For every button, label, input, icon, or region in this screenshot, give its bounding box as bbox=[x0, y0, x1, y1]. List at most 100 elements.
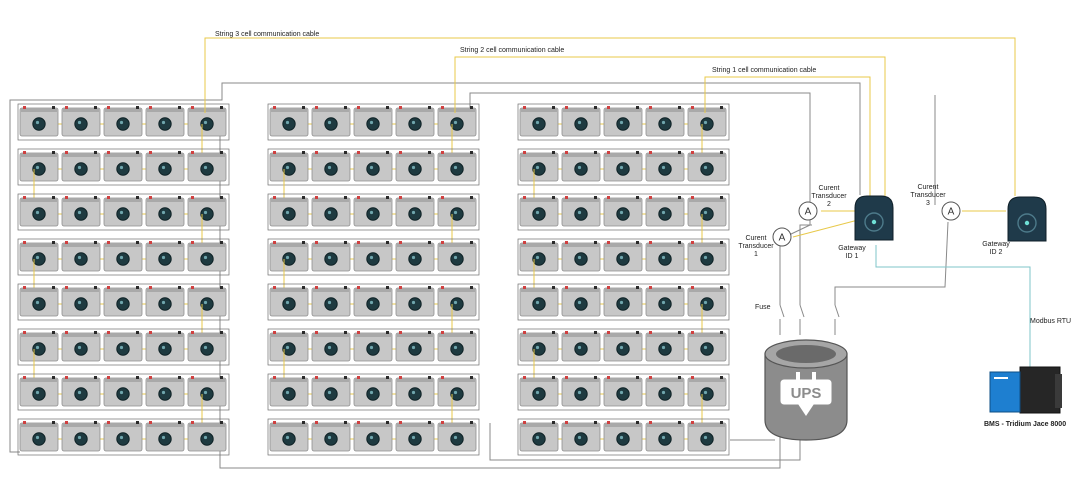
cell-top bbox=[21, 423, 57, 427]
battery-cell bbox=[687, 286, 727, 317]
negative-terminal bbox=[178, 241, 181, 244]
string2-power-cable bbox=[469, 92, 811, 236]
cell-sensor bbox=[408, 432, 422, 446]
positive-terminal bbox=[399, 106, 402, 109]
negative-terminal bbox=[220, 286, 223, 289]
negative-terminal bbox=[94, 376, 97, 379]
ammeter-icon bbox=[941, 201, 961, 221]
cell-top bbox=[21, 153, 57, 157]
positive-terminal bbox=[149, 106, 152, 109]
cell-sensor-led bbox=[453, 435, 458, 440]
transducer2-feed bbox=[799, 224, 812, 305]
negative-terminal bbox=[344, 331, 347, 334]
cell-sensor bbox=[450, 387, 464, 401]
cell-sensor-led bbox=[411, 120, 416, 125]
positive-terminal bbox=[399, 241, 402, 244]
cell-sensor bbox=[324, 117, 338, 131]
battery-cell bbox=[187, 106, 227, 137]
cell-sensor bbox=[282, 297, 296, 311]
positive-terminal bbox=[65, 196, 68, 199]
cell-top bbox=[147, 108, 183, 112]
cell-sensor bbox=[450, 432, 464, 446]
positive-terminal bbox=[357, 241, 360, 244]
cell-sensor-led bbox=[161, 120, 166, 125]
negative-terminal bbox=[470, 151, 473, 154]
cell-top bbox=[105, 378, 141, 382]
cell-sensor bbox=[532, 162, 546, 176]
cell-sensor-led bbox=[327, 165, 332, 170]
positive-terminal bbox=[107, 241, 110, 244]
row-bracket bbox=[517, 418, 730, 456]
positive-terminal bbox=[691, 106, 694, 109]
negative-terminal bbox=[636, 196, 639, 199]
ammeter-symbol: A bbox=[779, 233, 786, 244]
string3-comm-cable bbox=[204, 37, 1016, 196]
positive-terminal bbox=[523, 286, 526, 289]
cell-top bbox=[189, 153, 225, 157]
negative-terminal bbox=[220, 196, 223, 199]
cell-top bbox=[439, 153, 475, 157]
positive-terminal bbox=[523, 331, 526, 334]
cell-sensor-led bbox=[453, 255, 458, 260]
battery-cell bbox=[103, 151, 143, 182]
battery-cell bbox=[353, 331, 393, 362]
ups-top-inner bbox=[776, 345, 836, 363]
positive-terminal bbox=[649, 151, 652, 154]
cell-top bbox=[147, 288, 183, 292]
cell-sensor-led bbox=[327, 390, 332, 395]
cell-sensor bbox=[32, 342, 46, 356]
positive-terminal bbox=[607, 106, 610, 109]
cell-top bbox=[563, 153, 599, 157]
negative-terminal bbox=[302, 151, 305, 154]
cell-sensor-led bbox=[619, 435, 624, 440]
cell-sensor-led bbox=[619, 345, 624, 350]
cell-top bbox=[105, 288, 141, 292]
cell-sensor-led bbox=[411, 210, 416, 215]
cell-sensor bbox=[700, 207, 714, 221]
positive-terminal bbox=[23, 286, 26, 289]
cell-sensor bbox=[574, 162, 588, 176]
battery-cell bbox=[561, 241, 601, 272]
cell-sensor bbox=[32, 297, 46, 311]
battery-cell bbox=[19, 106, 59, 137]
ammeter-icon bbox=[772, 227, 792, 247]
negative-terminal bbox=[178, 196, 181, 199]
battery-cell bbox=[311, 106, 351, 137]
battery-string-1 bbox=[17, 103, 230, 456]
battery-cell bbox=[353, 286, 393, 317]
battery-cell bbox=[187, 241, 227, 272]
negative-terminal bbox=[344, 106, 347, 109]
positive-terminal bbox=[565, 331, 568, 334]
positive-terminal bbox=[191, 196, 194, 199]
row-bracket bbox=[17, 103, 230, 141]
cell-sensor-led bbox=[203, 345, 208, 350]
positive-terminal bbox=[273, 106, 276, 109]
cell-sensor-led bbox=[411, 255, 416, 260]
cell-top bbox=[689, 333, 725, 337]
cell-sensor-led bbox=[369, 435, 374, 440]
cell-top bbox=[189, 378, 225, 382]
battery-cell bbox=[145, 196, 185, 227]
cell-sensor bbox=[74, 387, 88, 401]
positive-terminal bbox=[607, 196, 610, 199]
negative-terminal bbox=[344, 421, 347, 424]
negative-terminal bbox=[302, 331, 305, 334]
cell-sensor-led bbox=[203, 300, 208, 305]
positive-terminal bbox=[23, 106, 26, 109]
cell-top bbox=[21, 333, 57, 337]
positive-terminal bbox=[65, 106, 68, 109]
cell-sensor bbox=[200, 162, 214, 176]
cell-sensor bbox=[658, 117, 672, 131]
battery-cell bbox=[103, 196, 143, 227]
cell-sensor-led bbox=[203, 210, 208, 215]
positive-terminal bbox=[357, 106, 360, 109]
string2-return-cable bbox=[489, 423, 801, 461]
cell-sensor bbox=[116, 387, 130, 401]
negative-terminal bbox=[52, 286, 55, 289]
cell-sensor-led bbox=[535, 345, 540, 350]
cell-sensor bbox=[282, 252, 296, 266]
battery-cell bbox=[519, 106, 559, 137]
cell-top bbox=[271, 378, 307, 382]
battery-cell bbox=[687, 376, 727, 407]
